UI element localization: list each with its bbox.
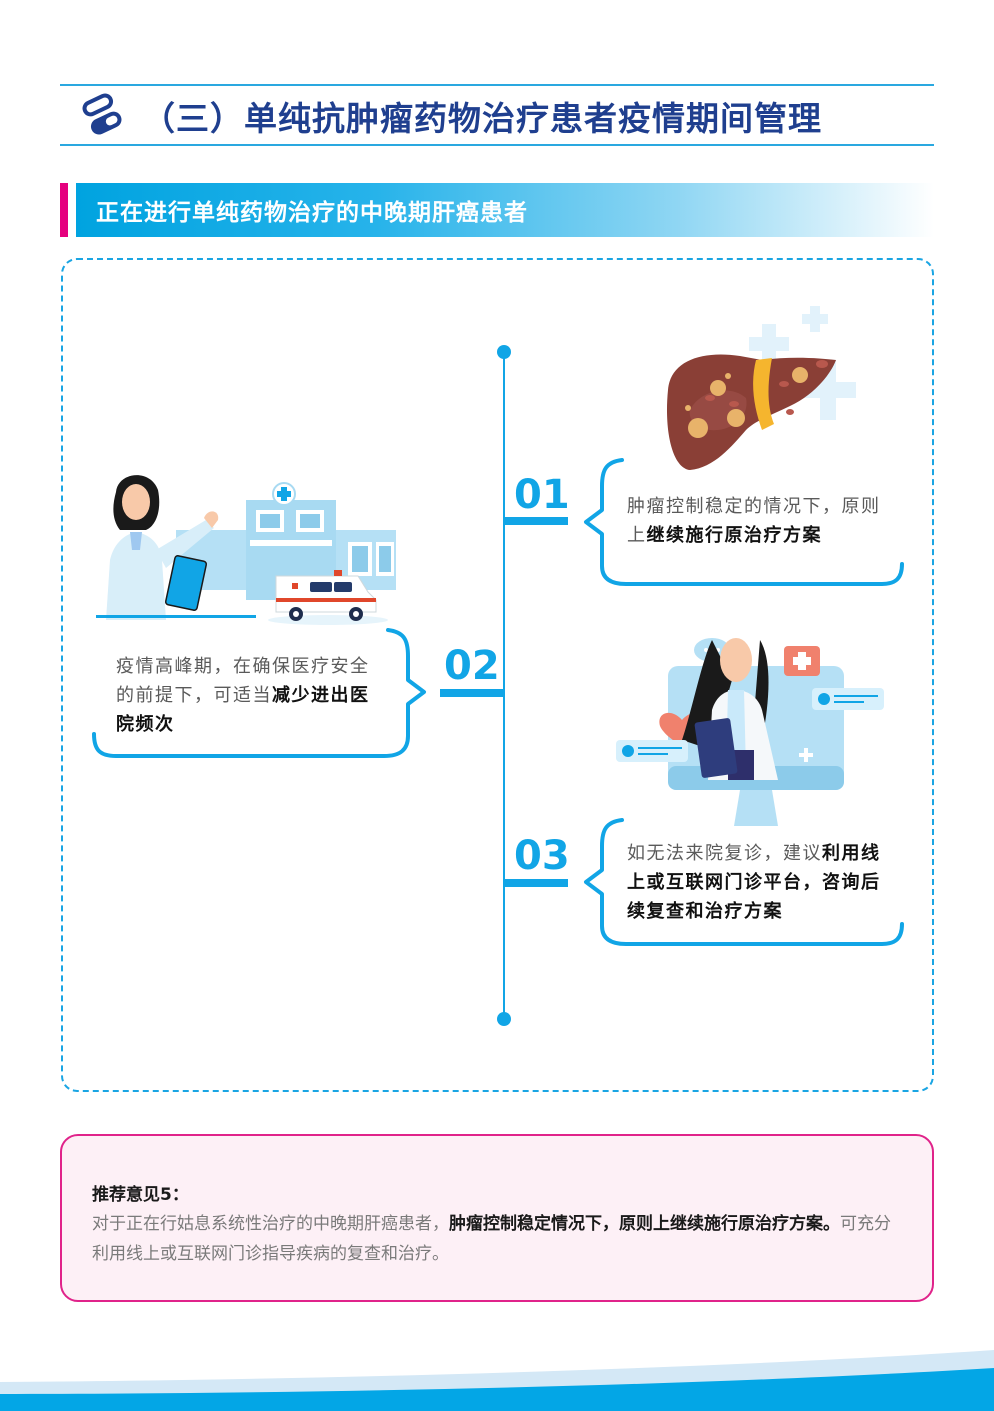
recommendation-box: 推荐意见5： 对于正在行姑息系统性治疗的中晚期肝癌患者，肿瘤控制稳定情况下，原则… xyxy=(60,1134,934,1302)
step-03-text-bold: 利用线上或互联网门诊平台，咨询后续复查和治疗方案 xyxy=(627,843,881,922)
section-header-text: 正在进行单纯药物治疗的中晚期肝癌患者 xyxy=(96,200,528,226)
recommendation-body: 对于正在行姑息系统性治疗的中晚期肝癌患者，肿瘤控制稳定情况下，原则上继续施行原治… xyxy=(92,1209,902,1269)
step-03-number: 03 xyxy=(514,833,570,879)
step-01-text: 肿瘤控制稳定的情况下，原则上继续施行原治疗方案 xyxy=(627,492,897,550)
timeline-line xyxy=(503,352,505,1020)
section-header-bar: 正在进行单纯药物治疗的中晚期肝癌患者 xyxy=(76,183,934,237)
step-03-text: 如无法来院复诊，建议利用线上或互联网门诊平台，咨询后续复查和治疗方案 xyxy=(627,839,897,926)
title-rule-top xyxy=(60,84,934,86)
step-02-bar xyxy=(440,689,504,697)
step-02-text-normal: 疫情高峰期，在确保医疗安全的前提下，可适当 xyxy=(116,656,370,706)
recommendation-title: 推荐意见5： xyxy=(92,1185,189,1205)
doctor-hospital-ambulance-icon xyxy=(96,475,396,625)
page-title: （三）单纯抗肿瘤药物治疗患者疫情期间管理 xyxy=(80,92,822,140)
timeline-dot-bottom xyxy=(497,1012,511,1026)
footer-wave xyxy=(0,1350,994,1411)
pill-capsule-icon xyxy=(80,92,124,140)
step-03-bar xyxy=(504,879,568,887)
timeline-dot-top xyxy=(497,345,511,359)
step-02-bracket xyxy=(92,628,426,758)
title-rule-bottom xyxy=(60,144,934,146)
step-01-text-bold: 继续施行原治疗方案 xyxy=(646,525,822,546)
timeline-container xyxy=(61,258,934,1092)
recommendation-text-normal-2: 可充分利用线上或互联网门诊指导疾病的复查和治疗。 xyxy=(92,1214,891,1264)
step-02-number: 02 xyxy=(444,643,500,689)
step-01-bar xyxy=(504,517,568,525)
page-title-text: （三）单纯抗肿瘤药物治疗患者疫情期间管理 xyxy=(142,99,822,138)
step-03-text-normal: 如无法来院复诊，建议 xyxy=(627,843,822,864)
recommendation-text-bold: 肿瘤控制稳定情况下，原则上继续施行原治疗方案。 xyxy=(449,1214,840,1234)
step-01-bracket xyxy=(584,458,904,586)
step-02-text-bold: 减少进出医院频次 xyxy=(116,685,370,735)
step-03-bracket xyxy=(584,818,904,946)
step-01-number: 01 xyxy=(514,472,570,518)
section-header: 正在进行单纯药物治疗的中晚期肝癌患者 xyxy=(60,183,934,237)
liver-tumor-icon xyxy=(666,306,856,470)
step-02-text: 疫情高峰期，在确保医疗安全的前提下，可适当减少进出医院频次 xyxy=(116,652,388,739)
recommendation-text-normal-1: 对于正在行姑息系统性治疗的中晚期肝癌患者， xyxy=(92,1214,449,1234)
step-01-text-normal: 肿瘤控制稳定的情况下，原则上 xyxy=(627,496,881,546)
online-doctor-monitor-icon xyxy=(616,638,884,826)
section-accent-bar xyxy=(60,183,68,237)
